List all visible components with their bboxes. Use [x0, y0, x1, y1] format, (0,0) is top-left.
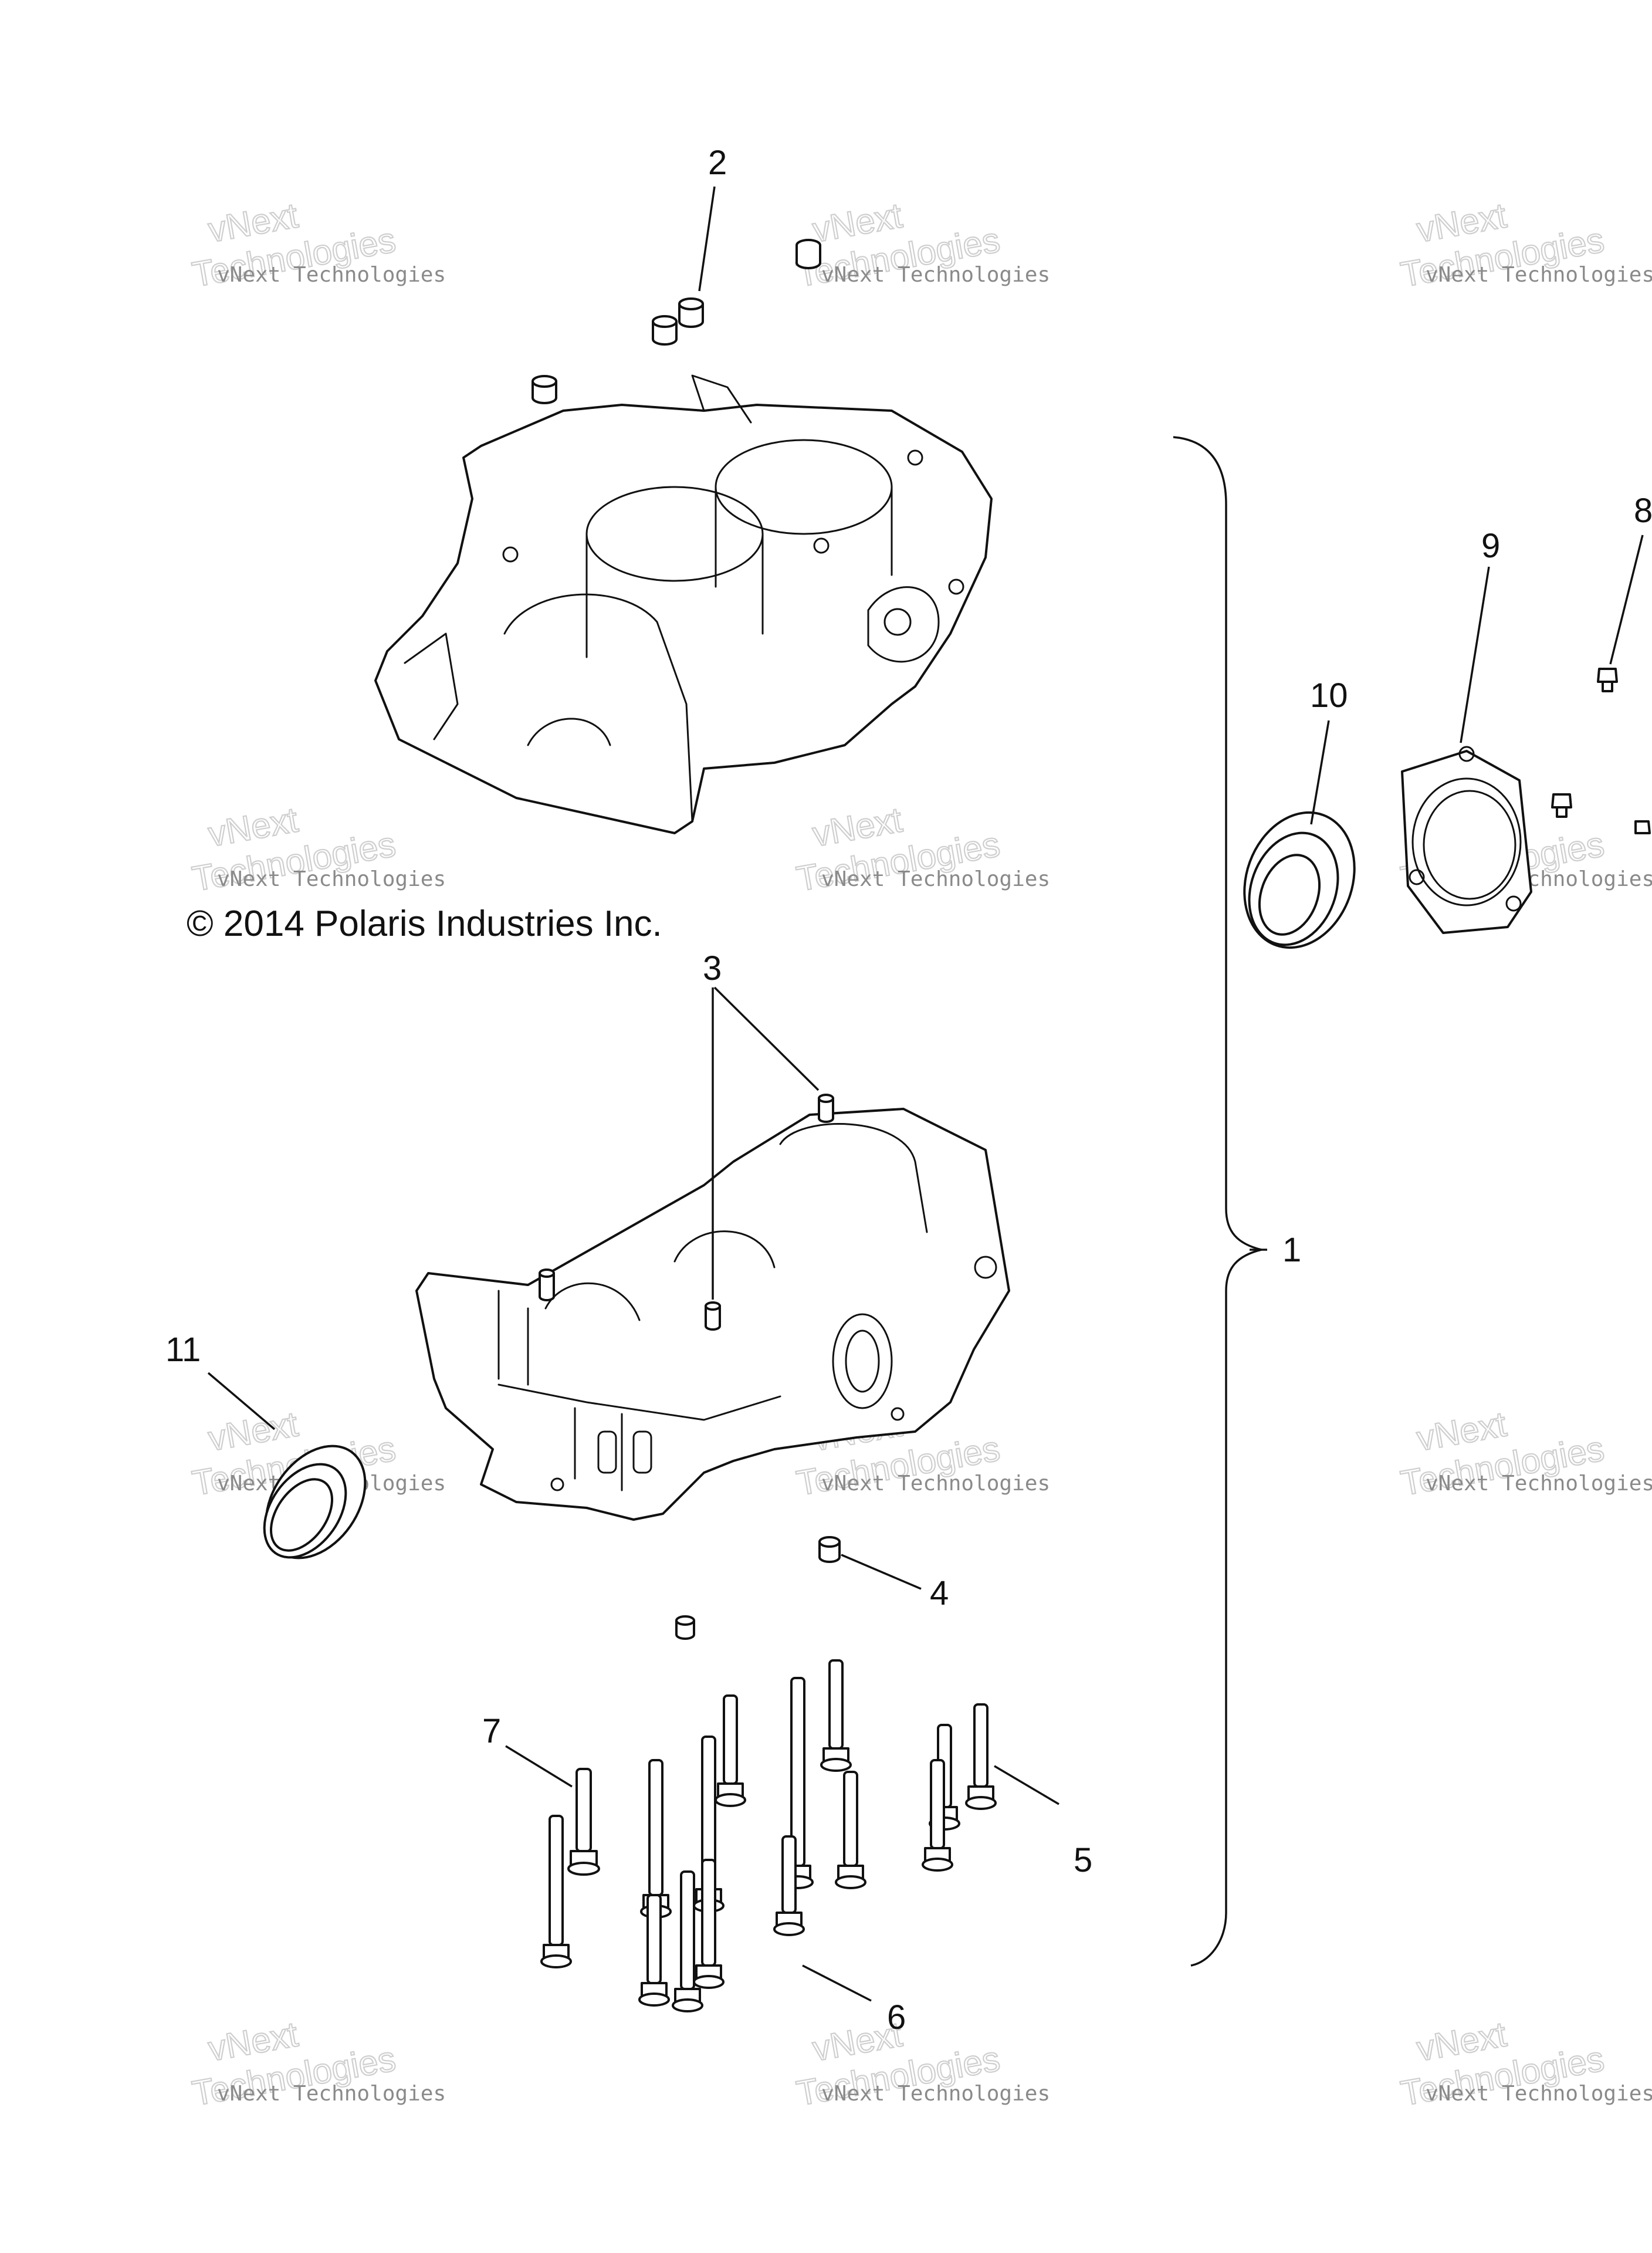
callout-10: 10: [1310, 676, 1348, 715]
bolt: [672, 1870, 703, 2012]
watermark: vNext Technologies vNext Technologies: [189, 195, 446, 295]
svg-text:vNext Technologies: vNext Technologies: [1426, 1471, 1652, 1496]
callout-3: 3: [703, 949, 722, 987]
bolt-set: [540, 1659, 997, 2012]
dowel-pin: [532, 375, 557, 404]
watermark: vNext Technologies vNext Technologies: [793, 2014, 1050, 2114]
callout-9: 9: [1481, 527, 1500, 565]
watermark-grid: vNext Technologies vNext Technologies vN…: [189, 195, 1652, 2114]
dowel-pin: [705, 1301, 721, 1331]
dowel-pin: [818, 1536, 841, 1563]
upper-crankcase: [374, 374, 993, 834]
svg-text:vNext Technologies: vNext Technologies: [821, 1471, 1050, 1496]
svg-text:vNext Technologies: vNext Technologies: [217, 867, 446, 891]
dowel-pin: [678, 297, 704, 328]
svg-text:vNext Technologies: vNext Technologies: [821, 263, 1050, 287]
dowel-pin: [675, 1615, 695, 1640]
callout-2: 2: [708, 144, 727, 182]
bolt: [567, 1768, 600, 1876]
dowel-pin: [652, 315, 678, 346]
watermark: vNext Technologies vNext Technologies: [793, 195, 1050, 295]
dowel-pin: [539, 1268, 555, 1301]
callout-labels: 1 2 3 4 5 6 7 8 9 10 11: [165, 144, 1652, 2037]
callout-8: 8: [1634, 492, 1652, 530]
watermark: vNext Technologies vNext Technologies: [1397, 195, 1652, 295]
oil-seal: [1243, 811, 1356, 949]
bolt: [638, 1894, 670, 2007]
svg-text:vNext Technologies: vNext Technologies: [821, 867, 1050, 891]
screw: [1551, 793, 1572, 818]
screw: [1634, 820, 1651, 834]
oil-seal: [263, 1445, 367, 1559]
callout-11: 11: [165, 1331, 201, 1369]
bolt: [773, 1835, 805, 1936]
dowel-pin: [795, 239, 821, 269]
bolt: [715, 1694, 746, 1807]
assembly-bracket: [1173, 436, 1262, 1967]
bolt: [540, 1815, 572, 1968]
cover-plate: [1401, 746, 1532, 934]
svg-text:vNext Technologies: vNext Technologies: [217, 263, 446, 287]
watermark: vNext Technologies vNext Technologies: [1397, 2014, 1652, 2114]
svg-text:vNext Technologies: vNext Technologies: [1426, 2082, 1652, 2106]
watermark: vNext Technologies vNext Technologies: [793, 799, 1050, 899]
bolt: [640, 1759, 672, 1919]
leader-lines: [207, 186, 1644, 2002]
dowel-pin: [818, 1094, 834, 1123]
callout-4: 4: [930, 1574, 949, 1612]
watermark: vNext Technologies vNext Technologies: [1397, 1403, 1652, 1504]
svg-text:vNext Technologies: vNext Technologies: [821, 2082, 1050, 2106]
callout-1: 1: [1282, 1231, 1301, 1269]
bolt: [693, 1859, 725, 1989]
callout-7: 7: [482, 1712, 501, 1750]
watermark: vNext Technologies vNext Technologies: [189, 2014, 446, 2114]
watermark: vNext Technologies vNext Technologies: [189, 799, 446, 899]
svg-text:vNext Technologies: vNext Technologies: [1426, 263, 1652, 287]
bolt: [922, 1759, 953, 1872]
bolt: [820, 1659, 852, 1772]
bolt: [835, 1771, 866, 1889]
callout-5: 5: [1074, 1841, 1092, 1879]
bolt: [782, 1677, 814, 1889]
copyright-text: © 2014 Polaris Industries Inc.: [187, 904, 662, 944]
callout-6: 6: [887, 1998, 906, 2037]
bolt: [965, 1703, 997, 1810]
svg-text:vNext Technologies: vNext Technologies: [217, 2082, 446, 2106]
screw: [1597, 668, 1618, 692]
